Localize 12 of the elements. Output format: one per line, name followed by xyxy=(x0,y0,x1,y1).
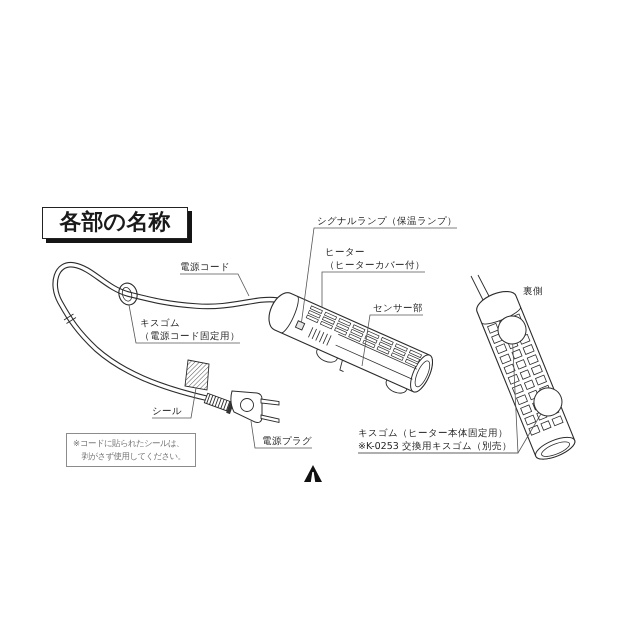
part-label: （電源コード固定用） xyxy=(140,330,240,343)
part-label: ヒーター xyxy=(325,246,365,259)
part-label: （ヒーターカバー付） xyxy=(325,259,425,272)
part-label: キスゴム xyxy=(140,317,180,330)
part-label: シール xyxy=(152,405,182,418)
part-label: ※K-0253 交換用キスゴム（別売） xyxy=(358,440,512,453)
view-label: 裏側 xyxy=(523,285,543,298)
part-label: シグナルランプ（保温ランプ） xyxy=(317,215,457,228)
part-label: キスゴム（ヒーター本体固定用） xyxy=(358,427,508,440)
part-label: 電源コード xyxy=(180,261,230,274)
part-label: 電源プラグ xyxy=(262,435,312,448)
part-label: センサー部 xyxy=(373,302,423,315)
